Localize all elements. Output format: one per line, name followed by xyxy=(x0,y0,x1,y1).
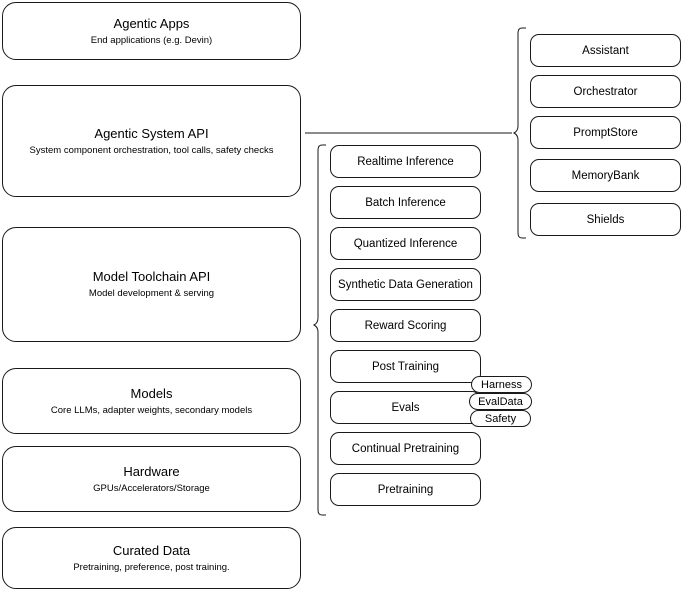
eval-tag-label: Safety xyxy=(484,412,517,425)
layer-title: Curated Data xyxy=(112,542,191,558)
toolchain-item-pretraining[interactable]: Pretraining xyxy=(330,473,481,506)
layer-subtitle: Core LLMs, adapter weights, secondary mo… xyxy=(50,404,253,416)
layer-title: Agentic Apps xyxy=(113,15,190,31)
toolchain-item-synthetic-data-generation[interactable]: Synthetic Data Generation xyxy=(330,268,481,301)
layer-title: Model Toolchain API xyxy=(92,269,211,284)
layer-curated-data[interactable]: Curated Data Pretraining, preference, po… xyxy=(2,527,301,589)
layer-models[interactable]: Models Core LLMs, adapter weights, secon… xyxy=(2,368,301,434)
system-component-shields[interactable]: Shields xyxy=(530,203,681,236)
toolchain-item-batch-inference[interactable]: Batch Inference xyxy=(330,186,481,219)
layer-subtitle: System component orchestration, tool cal… xyxy=(29,144,274,156)
layer-subtitle: Pretraining, preference, post training. xyxy=(73,561,230,573)
toolchain-item-label: Synthetic Data Generation xyxy=(338,278,473,291)
toolchain-item-label: Reward Scoring xyxy=(364,319,447,332)
toolchain-item-label: Post Training xyxy=(371,360,440,373)
system-component-label: Orchestrator xyxy=(573,85,638,98)
layer-hardware[interactable]: Hardware GPUs/Accelerators/Storage xyxy=(2,446,301,512)
system-component-orchestrator[interactable]: Orchestrator xyxy=(530,75,681,108)
eval-tag-label: EvalData xyxy=(478,395,523,408)
system-component-label: Assistant xyxy=(582,44,629,57)
system-component-memorybank[interactable]: MemoryBank xyxy=(530,159,681,192)
layer-agentic-apps[interactable]: Agentic Apps End applications (e.g. Devi… xyxy=(2,2,301,60)
system-component-label: MemoryBank xyxy=(571,169,640,182)
toolchain-item-realtime-inference[interactable]: Realtime Inference xyxy=(330,145,481,178)
system-component-label: Shields xyxy=(586,213,625,226)
toolchain-item-label: Continual Pretraining xyxy=(351,442,460,455)
eval-tag-evaldata[interactable]: EvalData xyxy=(469,393,532,410)
bracket-system-components xyxy=(512,27,526,239)
bracket-toolchain-items xyxy=(312,144,326,516)
layer-title: Hardware xyxy=(123,463,180,479)
system-component-assistant[interactable]: Assistant xyxy=(530,34,681,67)
toolchain-item-quantized-inference[interactable]: Quantized Inference xyxy=(330,227,481,260)
layer-subtitle: End applications (e.g. Devin) xyxy=(90,34,213,46)
system-component-promptstore[interactable]: PromptStore xyxy=(530,116,681,149)
layer-subtitle: Model development & serving xyxy=(88,288,215,299)
layer-title: Models xyxy=(130,385,173,401)
toolchain-item-label: Quantized Inference xyxy=(353,237,458,250)
toolchain-item-post-training[interactable]: Post Training xyxy=(330,350,481,383)
toolchain-item-label: Batch Inference xyxy=(365,196,446,209)
layer-model-toolchain-api[interactable]: Model Toolchain API Model development & … xyxy=(2,227,301,342)
eval-tag-safety[interactable]: Safety xyxy=(470,410,531,427)
eval-tag-label: Harness xyxy=(481,378,522,391)
system-component-label: PromptStore xyxy=(573,126,638,139)
toolchain-item-reward-scoring[interactable]: Reward Scoring xyxy=(330,309,481,342)
toolchain-item-label: Pretraining xyxy=(377,483,434,496)
toolchain-item-continual-pretraining[interactable]: Continual Pretraining xyxy=(330,432,481,465)
layer-title: Agentic System API xyxy=(94,125,209,141)
toolchain-item-label: Realtime Inference xyxy=(357,155,454,168)
toolchain-item-evals[interactable]: Evals xyxy=(330,391,481,424)
toolchain-item-label: Evals xyxy=(391,401,420,414)
eval-tag-harness[interactable]: Harness xyxy=(471,376,532,393)
layer-agentic-system-api[interactable]: Agentic System API System component orch… xyxy=(2,85,301,197)
layer-subtitle: GPUs/Accelerators/Storage xyxy=(93,482,210,494)
